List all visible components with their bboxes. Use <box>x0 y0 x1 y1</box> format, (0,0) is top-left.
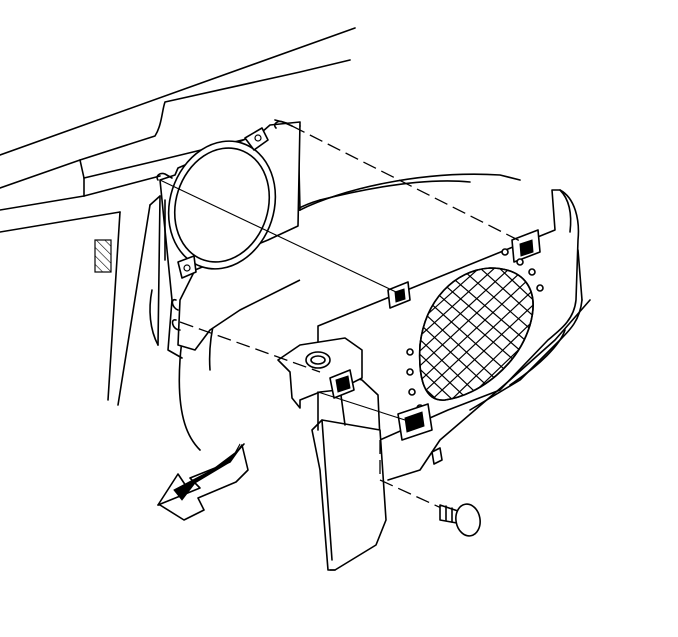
direction-arrow-icon <box>157 443 249 521</box>
speaker-bracket <box>156 120 301 359</box>
speaker-trim-panel <box>317 189 591 481</box>
lower-trim-bracket <box>277 337 387 571</box>
push-pin-fastener <box>439 503 481 537</box>
alignment-lines <box>159 125 527 513</box>
